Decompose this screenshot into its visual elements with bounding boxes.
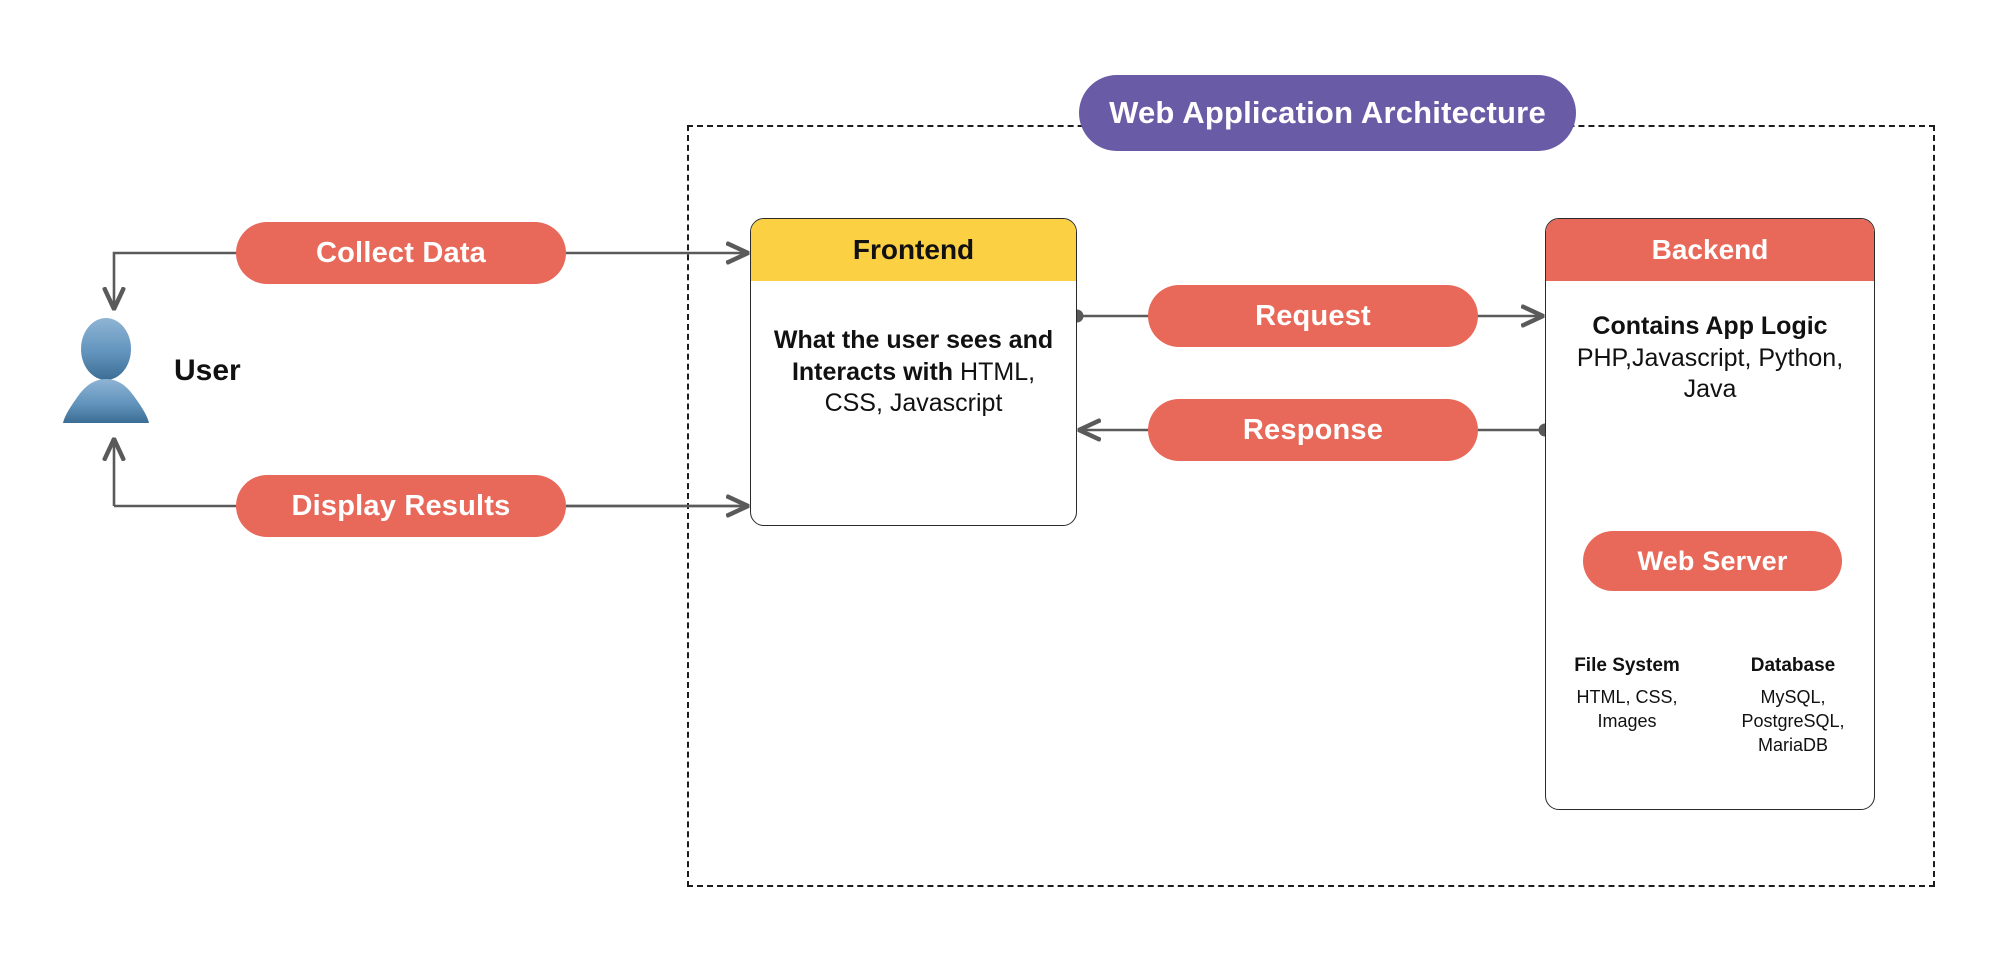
backend-card[interactable]: Backend Contains App Logic PHP,Javascrip… bbox=[1545, 218, 1875, 810]
file-system-items: HTML, CSS, Images bbox=[1576, 687, 1678, 731]
request-pill[interactable]: Request bbox=[1148, 285, 1478, 347]
collect-data-pill[interactable]: Collect Data bbox=[236, 222, 566, 284]
frontend-body: What the user sees and Interacts with HT… bbox=[751, 325, 1076, 420]
backend-body-bold: Contains App Logic bbox=[1592, 312, 1828, 340]
file-system-title: File System bbox=[1574, 655, 1680, 676]
backend-header: Backend bbox=[1546, 219, 1874, 281]
frontend-header: Frontend bbox=[751, 219, 1076, 281]
database-title: Database bbox=[1750, 655, 1836, 676]
frontend-body-bold: What the user sees and Interacts with bbox=[773, 326, 1054, 386]
database-column: Database MySQL, PostgreSQL, MariaDB bbox=[1719, 655, 1867, 758]
user-avatar-icon bbox=[63, 318, 149, 423]
response-pill[interactable]: Response bbox=[1148, 399, 1478, 461]
database-items: MySQL, PostgreSQL, MariaDB bbox=[1741, 687, 1845, 755]
backend-body-regular: PHP,Javascript, Python, Java bbox=[1576, 343, 1844, 404]
frontend-card[interactable]: Frontend What the user sees and Interact… bbox=[750, 218, 1077, 526]
backend-body: Contains App Logic PHP,Javascript, Pytho… bbox=[1546, 311, 1874, 406]
web-server-pill[interactable]: Web Server bbox=[1583, 531, 1842, 591]
frontend-body-regular: HTML, CSS, Javascript bbox=[824, 357, 1036, 418]
file-system-column: File System HTML, CSS, Images bbox=[1553, 655, 1701, 758]
user-label: User bbox=[174, 354, 241, 387]
user-actor: User bbox=[60, 316, 340, 426]
diagram-title: Web Application Architecture bbox=[1079, 75, 1576, 151]
display-results-pill[interactable]: Display Results bbox=[236, 475, 566, 537]
backend-subsystems: File System HTML, CSS, Images Database M… bbox=[1553, 655, 1867, 758]
